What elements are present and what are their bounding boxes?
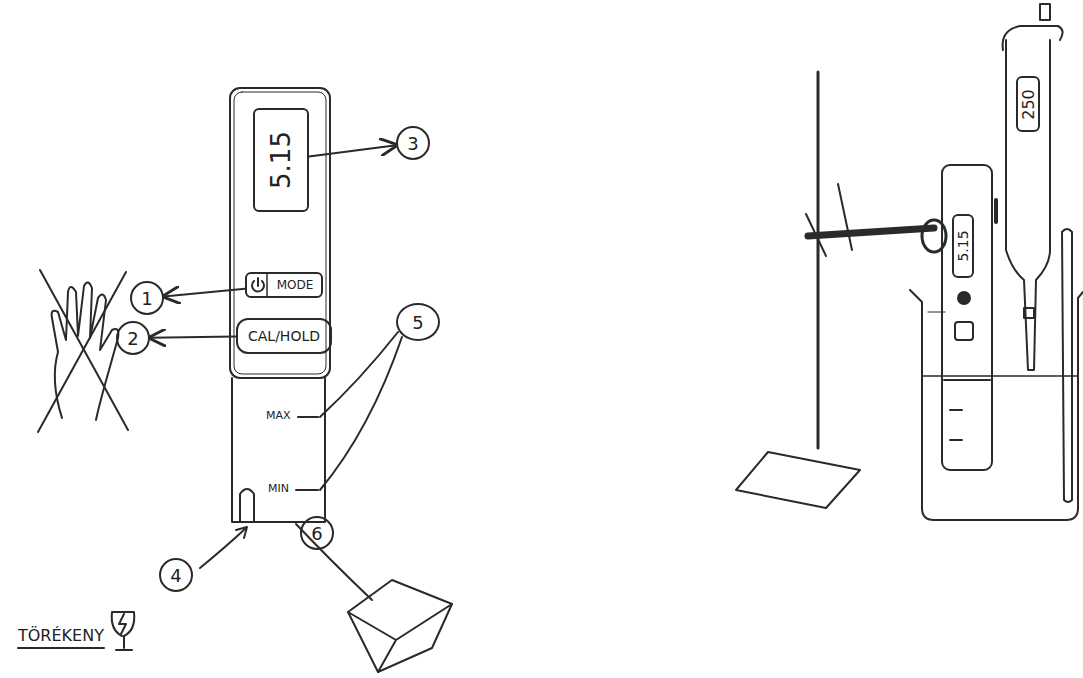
meter-button xyxy=(955,322,973,340)
power-icon-bar xyxy=(257,278,259,286)
pipette-body xyxy=(1006,40,1050,370)
storage-cap xyxy=(348,580,452,672)
meter-body-inner xyxy=(234,92,326,374)
callout-number: 3 xyxy=(407,133,418,154)
pipette-hook xyxy=(1003,26,1063,50)
callout-arrow xyxy=(164,289,245,297)
cal-hold-button: CAL/HOLD xyxy=(236,318,332,354)
meter-mark xyxy=(950,409,962,411)
warning-label: TÖRÉKENY xyxy=(18,626,104,645)
clamp-mark xyxy=(838,184,852,250)
node-text: 5.15 xyxy=(955,230,971,261)
callout-number: 4 xyxy=(159,558,193,592)
callout-number: 5 xyxy=(396,303,440,341)
callout-number: 6 xyxy=(300,516,334,550)
meter-side-clip xyxy=(994,200,998,222)
pipette-tip-ring xyxy=(1024,308,1034,318)
callout-number: 4 xyxy=(170,565,181,586)
glass-rod xyxy=(1062,229,1072,502)
prohibit-cross xyxy=(38,272,126,432)
callout-number: 6 xyxy=(311,523,322,544)
button-divider xyxy=(266,274,268,296)
pipette-plunger xyxy=(1040,4,1050,20)
meter-probe-edge xyxy=(944,379,990,381)
mode-button: MODE xyxy=(245,272,323,298)
crack-symbol xyxy=(119,614,126,634)
node-text: 250 xyxy=(1019,89,1038,120)
storage-cap-edges xyxy=(348,604,452,672)
callout-number: 2 xyxy=(116,321,150,355)
clamp-mark xyxy=(806,214,826,256)
meter-body xyxy=(230,88,330,378)
max-tick xyxy=(298,416,318,418)
callout-number: 2 xyxy=(127,328,138,349)
underline xyxy=(18,647,104,649)
display-screen: 5.15 xyxy=(952,214,974,278)
leader-line xyxy=(296,524,372,600)
callout-number: 1 xyxy=(130,281,164,315)
liquid-level xyxy=(922,375,1078,377)
level-mark-label: MIN xyxy=(268,482,289,495)
volume-window: 250 xyxy=(1016,76,1040,132)
leader-arrow xyxy=(200,528,246,568)
leader-line xyxy=(320,337,402,490)
meter-probe xyxy=(232,378,325,522)
meter-button xyxy=(958,292,970,304)
node-text: 5.15 xyxy=(266,131,296,189)
callout-number: 1 xyxy=(141,288,152,309)
glass-symbol xyxy=(112,612,135,650)
callout-arrow xyxy=(309,145,396,156)
stand-base xyxy=(736,452,860,508)
meter-body xyxy=(942,165,992,470)
node-text: CAL/HOLD xyxy=(248,328,320,344)
clamp-arm xyxy=(808,228,934,236)
level-mark-label: MAX xyxy=(266,409,291,422)
sensor-slot xyxy=(240,489,254,522)
beaker xyxy=(910,290,1083,520)
beaker-mark xyxy=(928,312,945,313)
node-text: MODE xyxy=(277,278,314,292)
display-screen: 5.15 xyxy=(253,108,309,212)
leader-line xyxy=(320,332,398,417)
stand-rod xyxy=(817,72,820,448)
arrow-head xyxy=(236,527,247,538)
callout-number: 3 xyxy=(396,126,430,160)
min-tick xyxy=(296,489,318,491)
meter-mark xyxy=(950,439,962,441)
callout-number: 5 xyxy=(412,312,423,333)
callout-arrow xyxy=(150,337,236,338)
